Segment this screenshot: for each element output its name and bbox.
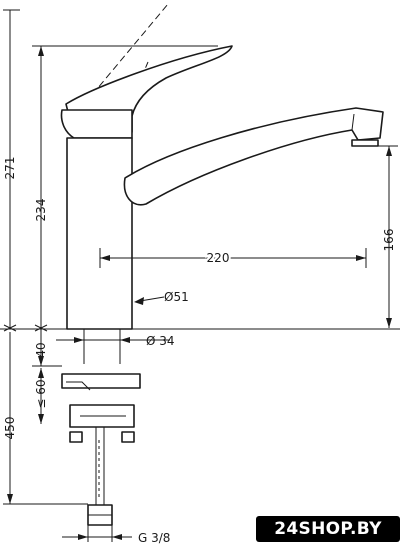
label-hose-length: 450: [3, 417, 17, 440]
label-connection-thread: G 3/8: [138, 531, 170, 545]
label-total-height: 271: [3, 157, 17, 180]
label-base-height: 40: [34, 342, 48, 357]
dim-outlet-height: 166: [366, 145, 398, 328]
faucet-spout: [123, 107, 384, 206]
dim-base-diameter: Ø 34: [56, 334, 175, 348]
dim-body-height: 234: [32, 45, 60, 332]
label-spout-reach: 220: [207, 251, 230, 265]
spout-aerator: [351, 139, 379, 147]
dim-total-height: 271: [3, 9, 20, 332]
mounting-parts: [61, 329, 141, 526]
faucet-body: [60, 45, 384, 330]
label-spout-diameter: Ø51: [164, 290, 189, 304]
dim-base-height: 40: [32, 329, 62, 367]
dim-connection-thread: G 3/8: [62, 525, 170, 545]
brand-watermark: 24SHOP.BY: [256, 516, 400, 542]
dim-hose-length: 450: [3, 332, 88, 505]
label-body-height: 234: [34, 199, 48, 222]
mounting-plate: [61, 373, 141, 389]
dim-deck-thickness: ≤ 60: [34, 368, 48, 424]
handle-cap: [60, 109, 133, 139]
label-deck-thickness: ≤ 60: [34, 379, 48, 408]
label-base-diameter: Ø 34: [146, 334, 175, 348]
callout-spout-diameter: Ø51: [134, 290, 189, 305]
dim-spout-reach: 220: [99, 248, 367, 268]
faucet-column: [66, 137, 133, 330]
label-outlet-height: 166: [382, 229, 396, 252]
